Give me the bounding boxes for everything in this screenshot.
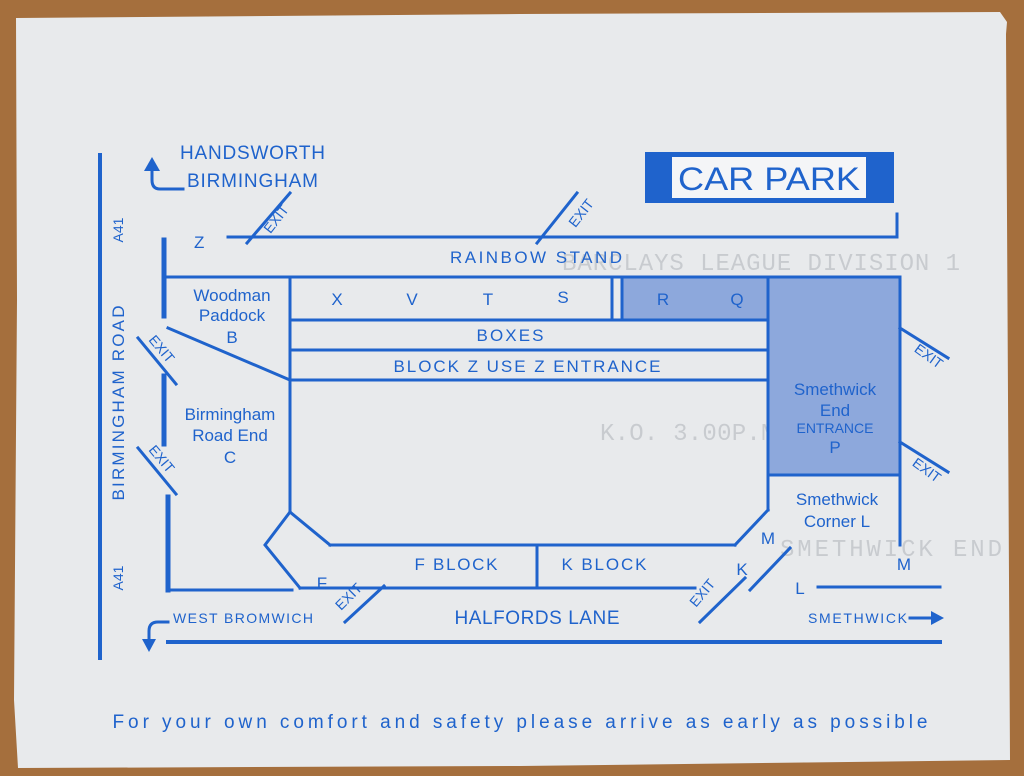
smethwick-end-line2: End [820,401,850,420]
birmingham-road-end-line2: Road End [192,426,268,445]
car-park-label: CAR PARK [678,161,860,197]
footer-notice: For your own comfort and safety please a… [113,712,928,733]
handsworth-label: HANDSWORTH [180,143,325,164]
ghost-kickoff-line: K.O. 3.00P.M. [600,421,790,448]
smethwick-corner-line1: Smethwick [796,490,879,509]
bottom-right-outer-chamfer [747,545,793,593]
ghost-league-line: BARCLAYS LEAGUE DIVISION 1 [562,251,960,278]
block-z-notice: BLOCK Z USE Z ENTRANCE [394,357,661,376]
birmingham-road-label: BIRMINGHAM ROAD [109,306,128,501]
smethwick-corner-line2: Corner L [804,512,870,531]
block-q-label: Q [730,290,743,309]
exit-marker-left-lower [135,445,179,497]
west-bromwich-label: WEST BROMWICH [173,610,313,626]
entrance-f-label: F [317,574,327,593]
exit-marker-bottom-right [697,575,748,625]
woodman-paddock-divider [166,326,292,382]
arrow-down-left-icon-head [142,639,156,652]
smethwick-end-shaded [766,275,902,477]
entrance-l-label: L [795,579,804,598]
a41-bottom-label: A41 [110,565,126,590]
block-t-label: T [483,290,493,309]
f-block-label: F BLOCK [415,555,499,574]
bottom-right-inner-chamfer [732,507,771,548]
exit-marker-top-right [534,190,580,246]
smethwick-end-line1: Smethwick [794,380,877,399]
exit-marker-top-left [244,190,293,246]
block-s-label: S [557,288,568,307]
car-park-badge: CAR PARK [645,152,894,203]
entrance-m-right-label: M [897,555,911,574]
halfords-lane-label: HALFORDS LANE [455,608,620,629]
birmingham-road-end-line1: Birmingham [185,405,276,424]
rainbow-stand-label: RAINBOW STAND [450,248,622,267]
birmingham-label: BIRMINGHAM [187,171,318,192]
stand-labels: RAINBOW STAND X V T S R Q BOXES BLOCK Z … [185,248,911,598]
arrow-down-left-icon [147,620,170,644]
entrance-k-label: K [736,560,748,579]
boxes-label: BOXES [477,326,544,345]
bottom-left-outer-chamfer [263,509,303,591]
arrow-right-icon-head [931,611,944,625]
blocks-r-q-shaded [620,275,770,322]
smethwick-label: SMETHWICK [808,610,908,626]
a41-top-label: A41 [110,217,126,242]
woodman-paddock-block: B [226,328,237,347]
arrow-up-left-icon [150,166,185,191]
car-park-badge-inner [672,157,866,198]
show-through-print: BARCLAYS LEAGUE DIVISION 1 K.O. 3.00P.M.… [562,251,1002,564]
woodman-paddock-line1: Woodman [193,286,270,305]
ghost-turnstile-line: SMETHWICK END [780,537,1002,564]
smethwick-end-block: P [829,438,840,457]
exit-marker-right-lower [897,439,951,475]
exit-marker-right-upper [897,325,951,361]
block-v-label: V [406,290,418,309]
exit-marker-left-upper [135,335,179,387]
exit-marker-bottom-left [342,583,387,625]
woodman-paddock-line2: Paddock [199,306,266,325]
block-x-label: X [331,290,342,309]
block-r-label: R [657,290,669,309]
arrow-up-left-icon-head [144,157,160,171]
entrance-m-corner-label: M [761,529,775,548]
birmingham-road-end-block: C [224,448,236,467]
smethwick-end-entrance: ENTRANCE [796,420,873,436]
bottom-left-inner-chamfer [287,509,333,548]
bottom-road: WEST BROMWICH HALFORDS LANE SMETHWICK [142,608,944,652]
entrance-z-label: Z [194,233,204,252]
